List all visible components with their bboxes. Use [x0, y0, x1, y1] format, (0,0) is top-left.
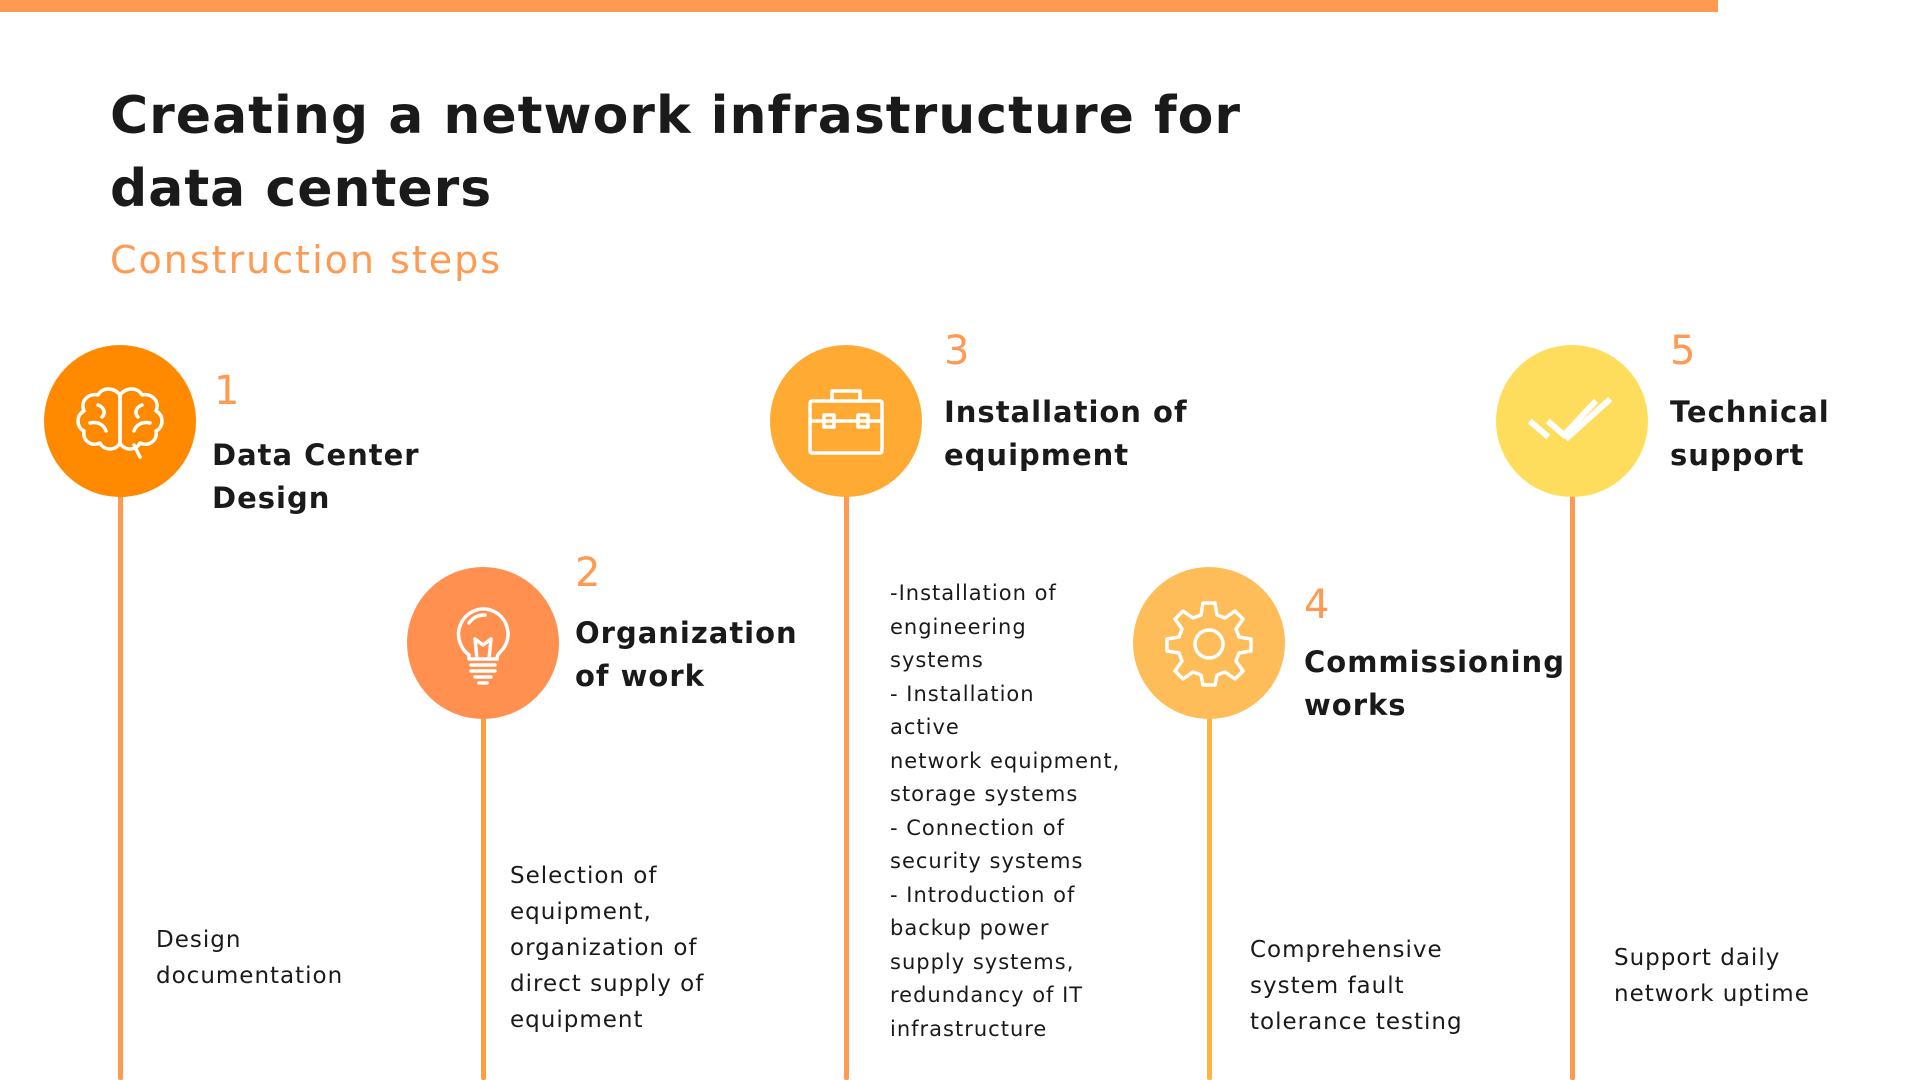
step-1-timeline-line: [118, 495, 123, 1080]
step-3-title: Installation of equipment: [944, 395, 1188, 472]
step-2-timeline-line: [481, 715, 486, 1080]
gear-icon: [1165, 601, 1253, 687]
brain-icon: [76, 387, 164, 459]
lightbulb-icon: [456, 607, 510, 685]
step-2-circle: [407, 567, 559, 719]
step-1-number: 1: [214, 368, 240, 414]
step-3-description: -Installation of engineering systems - I…: [890, 581, 1121, 1041]
step-3-circle: [770, 345, 922, 497]
page-subtitle: Construction steps: [110, 238, 503, 282]
step-4-circle: [1133, 567, 1285, 719]
step-1-circle: [44, 345, 196, 497]
page-title: Creating a network infrastructure for da…: [110, 86, 1242, 219]
step-1-title: Data Center Design: [212, 438, 420, 515]
double-check-icon: [1527, 396, 1613, 442]
step-5-circle: [1496, 345, 1648, 497]
step-1-description: Design documentation: [156, 927, 344, 989]
step-2-number: 2: [575, 550, 601, 596]
step-4-timeline-line: [1207, 715, 1212, 1080]
step-3-number: 3: [944, 328, 970, 374]
step-5-number: 5: [1670, 328, 1696, 374]
step-4-number: 4: [1304, 582, 1330, 628]
step-5-description: Support daily network uptime: [1614, 945, 1810, 1007]
top-accent-bar: [0, 0, 1718, 12]
step-4-description: Comprehensive system fault tolerance tes…: [1250, 937, 1463, 1035]
step-5-title: Technical support: [1670, 395, 1830, 472]
step-4-title: Commissioning works: [1304, 645, 1565, 722]
step-2-title: Organization of work: [575, 616, 798, 693]
step-5-timeline-line: [1570, 495, 1575, 1080]
step-3-timeline-line: [844, 495, 849, 1080]
toolbox-icon: [808, 389, 884, 455]
step-2-description: Selection of equipment, organization of …: [510, 863, 705, 1033]
